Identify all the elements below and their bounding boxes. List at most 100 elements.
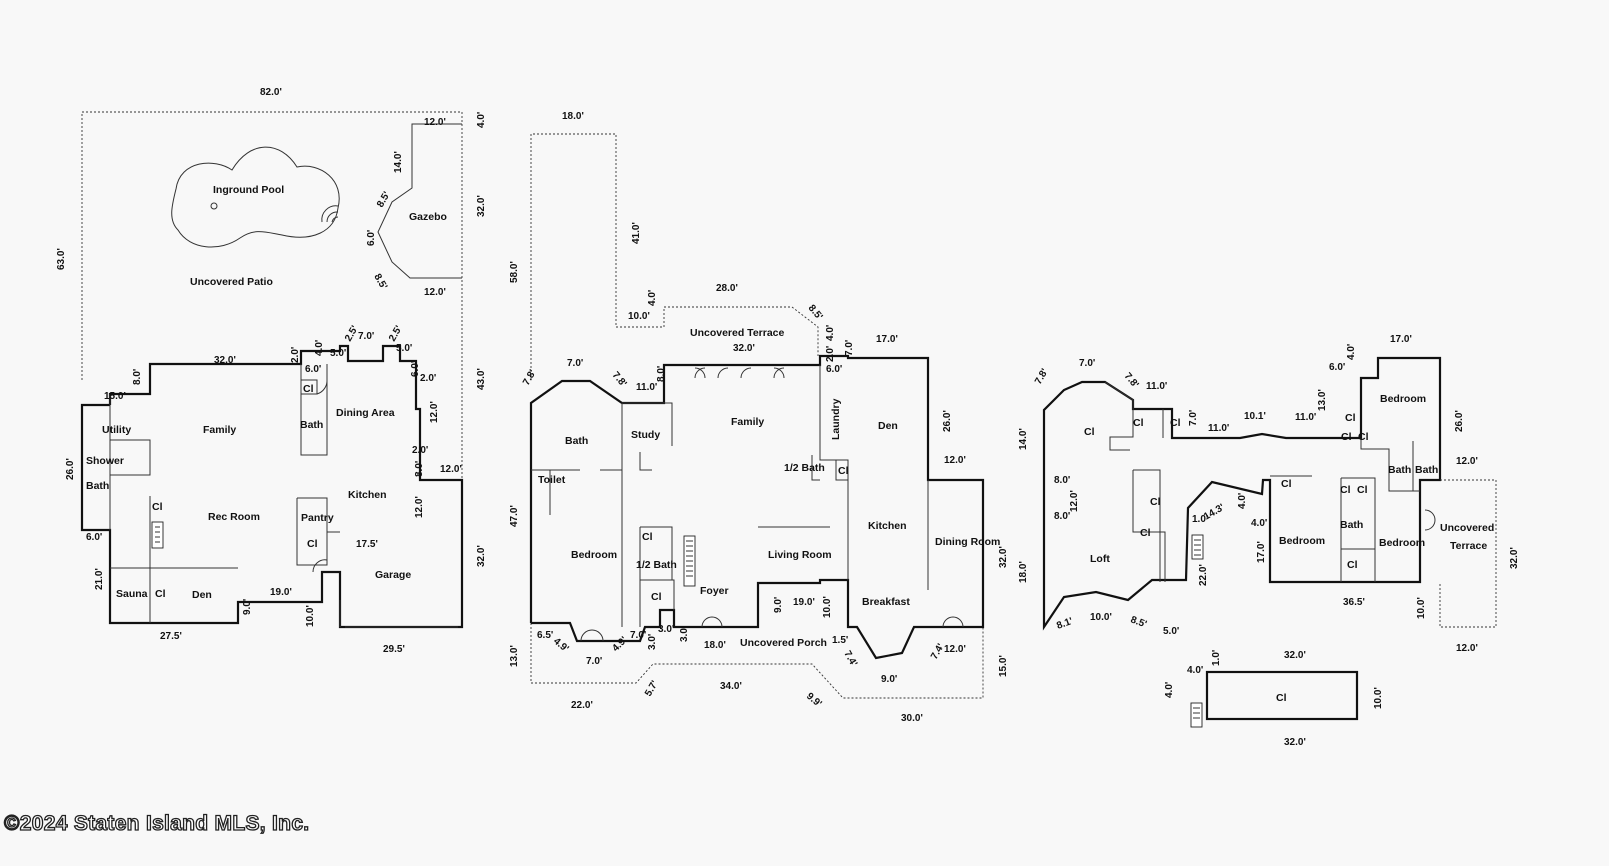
room-label: Sauna <box>116 588 148 600</box>
dim-label: 4.9' <box>551 636 571 655</box>
room-label: Living Room <box>768 549 832 561</box>
room-label: Cl <box>155 588 166 600</box>
dim-label: 6.0' <box>1329 362 1345 373</box>
dim-label: 8.1' <box>1055 616 1074 632</box>
room-label: Bedroom <box>1279 535 1325 547</box>
room-label: Bath <box>300 419 323 431</box>
dim-label: 7.8' <box>1033 367 1051 387</box>
room-label: Cl <box>307 538 318 550</box>
dim-label: 2.0' <box>420 373 436 384</box>
dim-label: 4.0' <box>1251 518 1267 529</box>
room-label: Garage <box>375 569 411 581</box>
dim-label: 6.0' <box>410 361 421 377</box>
room-label: Bedroom <box>571 549 617 561</box>
room-label: Cl <box>651 591 662 603</box>
room-label: Kitchen <box>868 520 907 532</box>
dim-label: 10.0' <box>1416 597 1427 619</box>
dim-label: 11.0' <box>636 382 657 393</box>
room-label: Uncovered Porch <box>740 637 827 649</box>
room-label: Breakfast <box>862 596 910 608</box>
dim-label: 18.0' <box>704 640 726 651</box>
dim-label: 32.0' <box>1509 547 1520 569</box>
room-label: Cl <box>1347 559 1358 571</box>
dim-label: 17.0' <box>1256 541 1267 563</box>
dim-label: 12.0' <box>1456 456 1478 467</box>
dim-label: 7.0' <box>844 340 855 356</box>
dim-label: 7.8' <box>521 368 539 388</box>
dim-label: 8.5' <box>371 272 389 292</box>
room-label: Shower <box>86 455 124 467</box>
dim-label: 34.0' <box>720 681 742 692</box>
dim-label: 7.0' <box>358 331 374 342</box>
dim-label: 41.0' <box>631 222 642 244</box>
dim-label: 7.0' <box>567 358 583 369</box>
dim-label: 4.0' <box>1346 344 1357 360</box>
room-label: Cl <box>1357 484 1368 496</box>
dim-label: 8.0' <box>656 366 667 382</box>
dim-label: 29.5' <box>383 644 405 655</box>
dim-label: 27.5' <box>160 631 182 642</box>
dim-label: 8.0' <box>1054 511 1070 522</box>
dim-label: 6.0' <box>86 532 102 543</box>
room-label: Cl <box>1133 417 1144 429</box>
dim-label: 58.0' <box>509 261 520 283</box>
dim-label: 26.0' <box>942 410 953 432</box>
dim-label: 3.0' <box>679 626 690 642</box>
dim-label: 19.0' <box>793 597 815 608</box>
dim-label: 9.0' <box>242 599 253 615</box>
room-label: Den <box>192 589 212 601</box>
dim-label: 7.0' <box>630 630 646 641</box>
dim-label: 4.0' <box>825 325 836 341</box>
dim-label: 10.0' <box>628 311 650 322</box>
room-label: Utility <box>102 424 131 436</box>
dim-label: 12.0' <box>429 401 440 423</box>
dim-label: 32.0' <box>733 343 755 354</box>
room-label: Cl <box>642 531 653 543</box>
dim-label: 32.0' <box>476 545 487 567</box>
dim-label: 17.0' <box>876 334 898 345</box>
dim-label: 2.0' <box>290 347 301 363</box>
dim-label: 6.5' <box>537 630 553 641</box>
dim-label: 28.0' <box>716 283 738 294</box>
copyright-watermark: ©2024 Staten Island MLS, Inc. <box>3 811 310 835</box>
dim-label: 6.0' <box>305 364 321 375</box>
room-label: Inground Pool <box>213 184 284 196</box>
room-label: Bath <box>1388 464 1411 476</box>
room-label: Den <box>878 420 898 432</box>
dim-label: 30.0' <box>901 713 923 724</box>
room-label: Toilet <box>538 474 566 486</box>
dimension-labels: 82.0' 12.0' 4.0' 14.0' 8.5' 6.0' 8.5' 32… <box>56 87 1520 748</box>
dim-label: 63.0' <box>56 248 67 270</box>
dim-label: 4.0' <box>1164 682 1175 698</box>
dim-label: 15.0' <box>104 391 126 402</box>
dim-label: 43.0' <box>476 368 487 390</box>
dim-label: 8.0' <box>132 369 143 385</box>
room-label: Bedroom <box>1380 393 1426 405</box>
upper-level-plan <box>1042 356 1497 728</box>
room-labels: Inground Pool Gazebo Uncovered Patio Uti… <box>86 184 1494 704</box>
dim-label: 2.5' <box>387 324 405 344</box>
dim-label: 12.0' <box>1456 643 1478 654</box>
room-label: Dining Area <box>336 407 395 419</box>
dim-label: 7.8' <box>1122 371 1141 391</box>
dim-label: 8.0' <box>414 461 425 477</box>
room-label: Dining Room <box>935 536 1000 548</box>
dim-label: 19.0' <box>270 587 292 598</box>
dim-label: 5.0' <box>396 343 412 354</box>
main-level-plan <box>529 133 985 699</box>
room-label: Cl <box>152 501 163 513</box>
dim-label: 17.5' <box>356 539 378 550</box>
room-label: Cl <box>1358 431 1369 443</box>
room-label: Laundry <box>830 398 842 440</box>
room-label: Cl <box>838 465 849 477</box>
dim-label: 12.0' <box>1069 490 1080 512</box>
dim-label: 26.0' <box>65 458 76 480</box>
dim-label: 4.0' <box>1187 665 1203 676</box>
dim-label: 4.0' <box>314 340 325 356</box>
dim-label: 1.0' <box>1211 650 1222 666</box>
dim-label: 2.0' <box>825 346 836 362</box>
dim-label: 32.0' <box>214 355 236 366</box>
dim-label: 1.0' <box>1192 514 1208 525</box>
room-label: Cl <box>1140 527 1151 539</box>
